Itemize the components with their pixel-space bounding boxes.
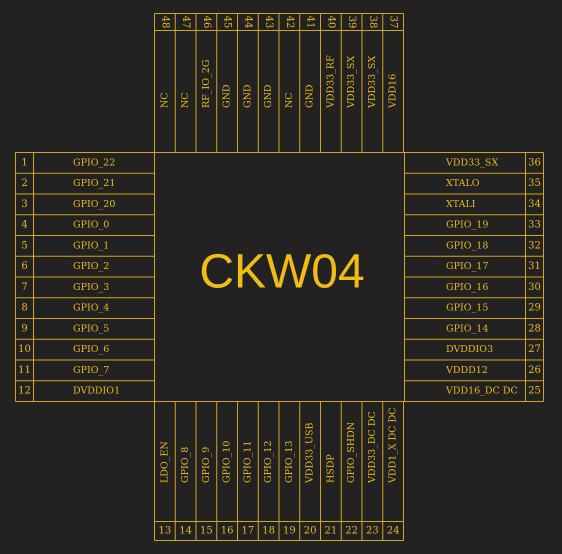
pin-label: GPIO_22 [73, 157, 115, 168]
pin-number: 47 [180, 16, 191, 29]
pin-label: DVDDIO3 [446, 344, 493, 355]
pin-label: NC [284, 92, 295, 108]
pin-number: 41 [305, 16, 316, 29]
pin-label: GPIO_13 [284, 441, 295, 483]
pin-label: VDD16_DC DC [445, 386, 518, 397]
pin-number: 25 [528, 386, 541, 397]
pin-label: GND [222, 84, 233, 108]
pin-label: GPIO_17 [446, 261, 488, 272]
pin-number: 17 [242, 526, 255, 537]
pin-label: GPIO_18 [446, 240, 488, 251]
pin-number: 48 [159, 16, 170, 29]
pin-number: 15 [200, 526, 213, 537]
pin-number: 9 [21, 323, 27, 334]
pin-label: VDDD12 [445, 365, 488, 376]
pin-number: 38 [367, 16, 378, 29]
pin-label: NC [159, 92, 170, 108]
pin-number: 16 [221, 526, 234, 537]
pin-number: 14 [179, 526, 192, 537]
pin-number: 11 [18, 365, 31, 376]
chip-title: CKW04 [199, 246, 364, 299]
pin-label: GPIO_12 [263, 441, 274, 483]
pin-number: 44 [242, 16, 253, 29]
pin-label: XTALI [446, 199, 476, 210]
pin-label: GPIO_20 [73, 199, 115, 210]
pin-label: GPIO_1 [73, 240, 109, 251]
pin-label: NC [180, 92, 191, 108]
pin-label: GPIO_SHDN [346, 422, 357, 483]
pin-label: GPIO_7 [73, 365, 109, 376]
pin-label: VDD1_X DC DC [388, 408, 399, 484]
pin-label: GPIO_6 [73, 344, 109, 355]
pin-number: 6 [21, 261, 27, 272]
pin-label: VDD33_RF [325, 55, 336, 109]
pin-label: VDD16 [388, 74, 399, 109]
pin-number: 37 [388, 16, 399, 29]
pin-number: 21 [325, 526, 338, 537]
pin-number: 36 [528, 157, 541, 168]
pin-label: GPIO_16 [446, 282, 488, 293]
pin-label: GPIO_4 [73, 303, 109, 314]
pin-number: 43 [263, 16, 274, 29]
pin-number: 42 [284, 16, 295, 29]
pin-number: 40 [325, 16, 336, 29]
pin-label: RF_IO_2G [201, 60, 212, 108]
pin-number: 1 [21, 157, 27, 168]
pin-label: XTALO [446, 178, 480, 189]
pin-label: GPIO_10 [222, 441, 233, 483]
pin-label: VDD33_SX [367, 56, 378, 109]
pin-number: 26 [528, 365, 541, 376]
pin-label: GPIO_2 [73, 261, 109, 272]
pin-label: GPIO_19 [446, 220, 488, 231]
pin-label: GPIO_3 [73, 282, 109, 293]
pin-label: GPIO_8 [180, 447, 191, 483]
pin-number: 30 [528, 282, 541, 293]
pin-label: VDD33_SX [346, 56, 357, 109]
pin-number: 32 [528, 240, 541, 251]
pin-label: GPIO_11 [242, 441, 253, 483]
pin-number: 46 [201, 16, 212, 29]
pin-number: 24 [387, 526, 400, 537]
pin-number: 33 [528, 220, 541, 231]
pin-label: HSDP [325, 454, 336, 483]
pin-number: 28 [528, 323, 541, 334]
pin-number: 34 [528, 199, 541, 210]
pin-label: GND [242, 84, 253, 108]
pin-label: GPIO_9 [201, 447, 212, 483]
pin-label: GPIO_0 [73, 220, 109, 231]
pin-number: 3 [21, 199, 27, 210]
pin-label: GPIO_14 [446, 323, 488, 334]
pin-number: 39 [346, 16, 357, 29]
pin-label: GND [305, 84, 316, 108]
pin-label: GPIO_5 [73, 323, 109, 334]
pin-label: GND [263, 84, 274, 108]
pin-number: 8 [21, 303, 27, 314]
pin-label: VDD33_DC DC [367, 411, 378, 484]
pin-number: 35 [528, 178, 541, 189]
pin-number: 19 [283, 526, 296, 537]
pin-number: 22 [345, 526, 358, 537]
pin-number: 20 [304, 526, 317, 537]
pin-label: LDO_EN [159, 441, 170, 483]
pin-number: 29 [528, 303, 541, 314]
pin-number: 5 [21, 240, 27, 251]
pin-number: 27 [528, 344, 541, 355]
pin-label: VDD33_USB [305, 423, 316, 484]
pin-number: 13 [159, 526, 172, 537]
pin-number: 45 [222, 16, 233, 29]
pin-number: 10 [18, 344, 31, 355]
pin-number: 23 [366, 526, 379, 537]
pin-label: GPIO_15 [446, 303, 488, 314]
pin-number: 18 [262, 526, 275, 537]
pin-label: DVDDIO1 [73, 386, 120, 397]
pin-number: 12 [18, 386, 31, 397]
pin-number: 2 [21, 178, 27, 189]
pin-number: 31 [528, 261, 541, 272]
pin-label: VDD33_SX [445, 157, 498, 168]
pin-label: GPIO_21 [73, 178, 115, 189]
pin-number: 4 [21, 220, 27, 231]
pin-number: 7 [21, 282, 27, 293]
